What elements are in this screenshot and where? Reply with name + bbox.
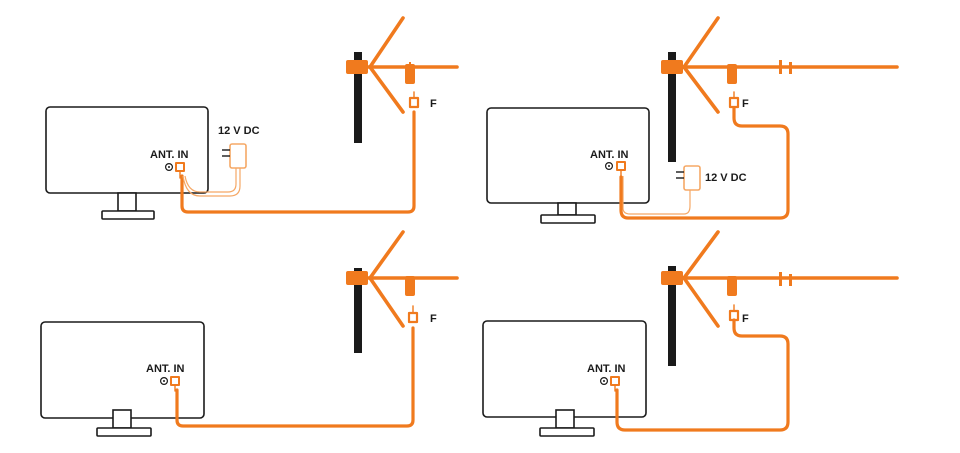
- coax-cable: [175, 326, 415, 428]
- coax-cable: [615, 318, 790, 432]
- antenna-socket-icon: [599, 377, 608, 386]
- antenna-socket-icon: [604, 162, 613, 171]
- antenna: [346, 230, 459, 328]
- coax-cable: [180, 110, 416, 214]
- f-connector-icon: [407, 305, 419, 324]
- f-label: F: [430, 313, 437, 325]
- mast: [668, 266, 676, 366]
- f-connector-icon: [408, 91, 420, 109]
- mast: [668, 52, 676, 162]
- power-lead: [622, 176, 691, 215]
- tv: [486, 107, 650, 224]
- coax-plug-icon: [175, 162, 185, 179]
- f-label: F: [430, 98, 437, 110]
- antenna-socket-icon: [160, 377, 169, 386]
- antenna: [346, 16, 459, 114]
- tv: [40, 321, 205, 437]
- coax-plug-icon: [610, 376, 620, 392]
- power-lead: [184, 168, 237, 193]
- power-adapter-icon: [222, 143, 247, 169]
- f-label: F: [742, 98, 749, 110]
- panel-bottom-right: ANT. IN F: [482, 230, 899, 437]
- mast: [354, 52, 362, 143]
- coax-plug-icon: [170, 376, 180, 392]
- f-connector-icon: [728, 91, 740, 109]
- panel-bottom-left: ANT. IN F: [40, 230, 459, 437]
- ant-in-label: ANT. IN: [146, 363, 185, 375]
- tv: [482, 320, 647, 437]
- ant-in-label: ANT. IN: [587, 363, 626, 375]
- panel-top-left: ANT. IN 12 V DC: [45, 16, 459, 220]
- power-label: 12 V DC: [218, 125, 260, 137]
- antenna: [661, 230, 899, 328]
- power-label: 12 V DC: [705, 172, 747, 184]
- f-connector-icon: [728, 304, 740, 322]
- mast: [354, 268, 362, 353]
- power-adapter-icon: [676, 165, 701, 191]
- ant-in-label: ANT. IN: [590, 149, 629, 161]
- ant-in-label: ANT. IN: [150, 149, 189, 161]
- panel-top-right: ANT. IN 12 V DC: [486, 16, 899, 224]
- antenna: [661, 16, 899, 114]
- coax-cable: [619, 106, 790, 220]
- f-label: F: [742, 313, 749, 325]
- tv: [45, 106, 209, 220]
- antenna-socket-icon: [165, 163, 174, 172]
